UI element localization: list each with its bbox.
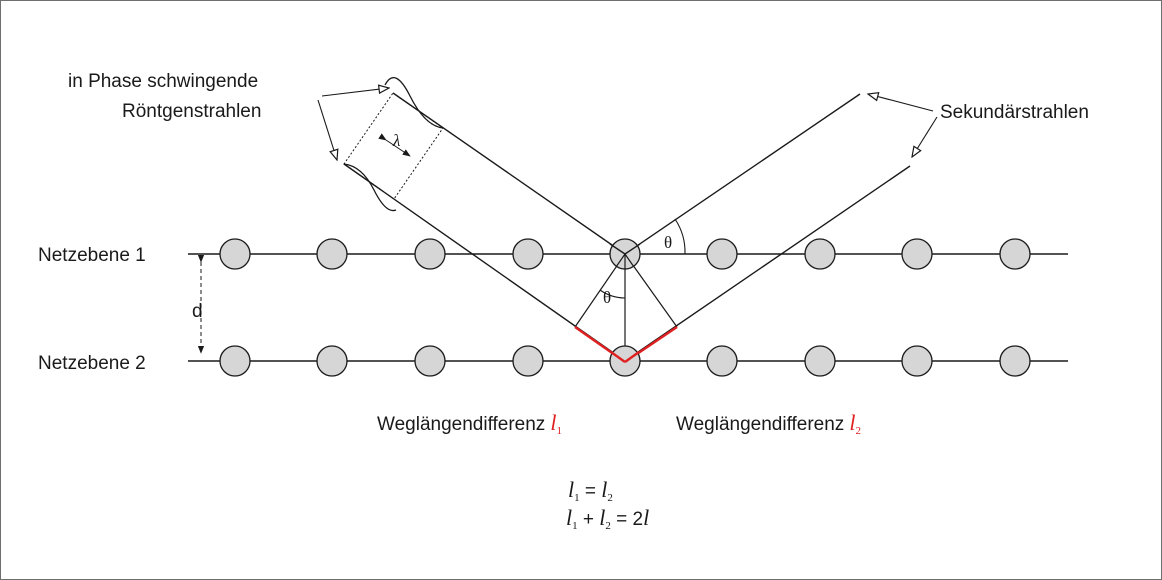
atom: [219, 345, 251, 377]
eq2-sub2: 2: [605, 520, 611, 532]
incoming-rays-label-line1: in Phase schwingende: [68, 71, 258, 92]
atom: [706, 238, 738, 270]
atoms-plane-1: [219, 238, 1031, 270]
plane-1-label: Netzebene 1: [38, 245, 146, 266]
atom: [316, 345, 348, 377]
perp-left-top: [615, 253, 626, 268]
atom: [414, 345, 446, 377]
angle-arc-lower: [599, 289, 626, 299]
atom: [804, 345, 836, 377]
path-diff-2-text: Weglängendifferenz: [676, 414, 844, 435]
incoming-rays-label-line2: Röntgenstrahlen: [122, 101, 261, 122]
pointer-arrow-2: [317, 99, 337, 160]
atom: [219, 238, 251, 270]
atom: [901, 238, 933, 270]
atom: [999, 238, 1031, 270]
reflected-ray-upper-top: [624, 243, 641, 255]
wavelength-label: λ: [392, 131, 400, 150]
eq2-sub1: 1: [572, 520, 578, 532]
eq1-sub2: 2: [607, 492, 613, 504]
wavefront-box: [343, 92, 444, 200]
eq2-plus: +: [578, 509, 600, 530]
atom: [999, 345, 1031, 377]
atom: [512, 238, 544, 270]
equation-1: l1 = l2: [568, 477, 613, 504]
pointer-arrow-4: [912, 116, 938, 157]
plane-2-label: Netzebene 2: [38, 353, 146, 374]
pointer-arrow-1: [321, 88, 389, 97]
red-right-top: [624, 351, 640, 363]
path-diff-2-sub: 2: [855, 425, 861, 437]
atom: [316, 238, 348, 270]
reflected-ray-upper: [624, 93, 861, 255]
eq1-l: l: [568, 477, 574, 502]
angle-label-lower: θ: [603, 288, 611, 307]
atoms-plane-2: [219, 345, 1031, 377]
eq2-r: l: [599, 505, 605, 530]
eq1-mid: =: [580, 481, 602, 502]
atom: [901, 345, 933, 377]
eq2-end: l: [643, 505, 649, 530]
atom: [512, 345, 544, 377]
atom: [706, 345, 738, 377]
eq2-l: l: [566, 505, 572, 530]
perp-right-top: [624, 253, 635, 268]
angle-label-upper: θ: [664, 233, 672, 252]
atom: [804, 238, 836, 270]
path-diff-2-symbol: l: [849, 410, 855, 435]
path-diff-1-text: Weglängendifferenz: [377, 414, 545, 435]
atom: [414, 238, 446, 270]
pointer-arrow-3: [868, 94, 934, 112]
path-diff-1-sub: 1: [556, 425, 562, 437]
eq1-sub1: 1: [574, 492, 580, 504]
incident-ray-upper-top: [609, 243, 626, 255]
eq2-eq: = 2: [611, 509, 643, 530]
spacing-label: d: [192, 301, 203, 322]
wavelength-arrow: [378, 133, 411, 157]
wave-curve-upper: [384, 77, 444, 129]
secondary-rays-label: Sekundärstrahlen: [940, 102, 1089, 123]
red-left-top: [610, 351, 626, 363]
reflected-ray-lower: [624, 165, 911, 362]
path-diff-1-symbol: l: [550, 410, 556, 435]
angle-arc-upper: [674, 218, 686, 255]
wave-curve-lower: [343, 163, 397, 212]
eq1-r: l: [601, 477, 607, 502]
incident-ray-upper: [392, 92, 626, 255]
equation-2: l1 + l2 = 2l: [566, 505, 649, 532]
